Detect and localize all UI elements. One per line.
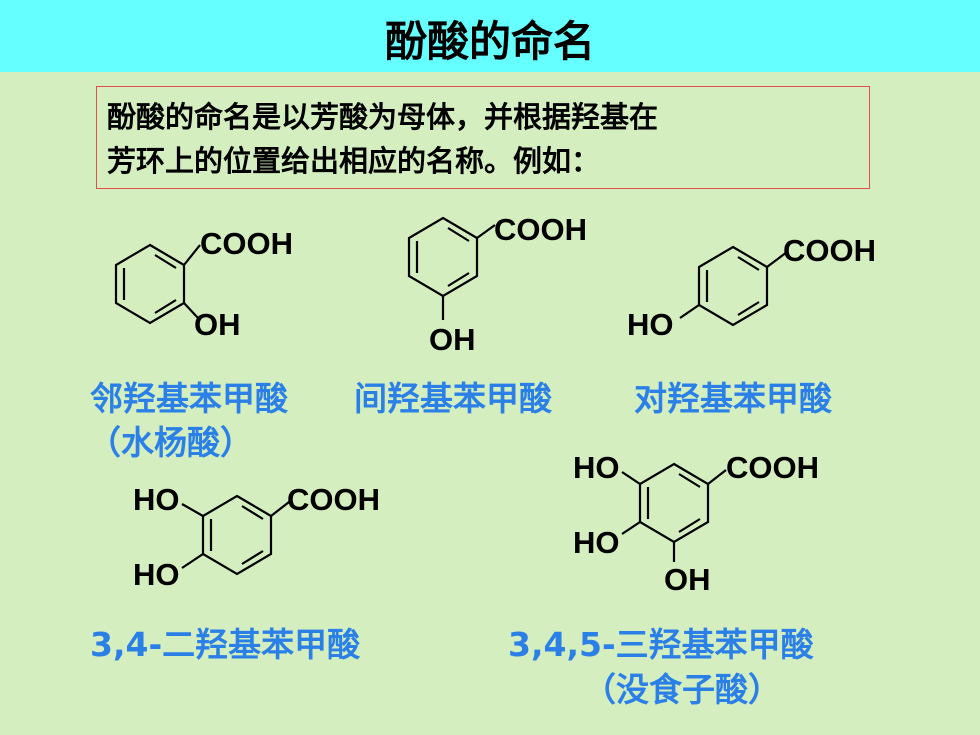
group-ho-4b: HO [133,557,180,592]
group-ho-5a: HO [573,450,620,485]
compound-name-1: 邻羟基苯甲酸 [90,379,288,418]
compound-name-4: 3,4-二羟基苯甲酸 [90,625,361,664]
3-4-dihydroxybenzoic-acid-structure [181,494,290,576]
group-cooh-5: COOH [726,450,819,485]
page-title: 酚酸的命名 [384,17,595,66]
compound-name-2: 间羟基苯甲酸 [354,379,552,418]
group-cooh-3: COOH [783,233,876,268]
gallic-acid-structure [621,462,727,562]
ortho-hydroxybenzoic-acid-structure [114,243,201,325]
intro-line-2: 芳环上的位置给出相应的名称。例如： [107,144,601,178]
compound-name-5: 3,4,5-三羟基苯甲酸 [508,625,814,664]
compound-alias-5: （没食子酸） [583,670,781,709]
compound-alias-1: （水杨酸） [88,423,253,462]
group-ho-5b: HO [573,525,620,560]
meta-hydroxybenzoic-acid-structure [407,216,496,320]
title-bar [0,0,980,72]
group-ho-4a: HO [133,482,180,517]
group-cooh-4: COOH [287,482,380,517]
group-oh-2: OH [429,322,476,357]
intro-line-1: 酚酸的命名是以芳酸为母体，并根据羟基在 [107,100,659,134]
para-hydroxybenzoic-acid-structure [679,245,788,327]
group-oh-5: OH [664,562,711,597]
group-cooh-1: COOH [200,226,293,261]
group-oh-1: OH [194,307,241,342]
group-ho-3: HO [627,307,674,342]
compound-name-3: 对羟基苯甲酸 [634,379,832,418]
intro-box: 酚酸的命名是以芳酸为母体，并根据羟基在 芳环上的位置给出相应的名称。例如： [96,86,870,189]
group-cooh-2: COOH [494,212,587,247]
